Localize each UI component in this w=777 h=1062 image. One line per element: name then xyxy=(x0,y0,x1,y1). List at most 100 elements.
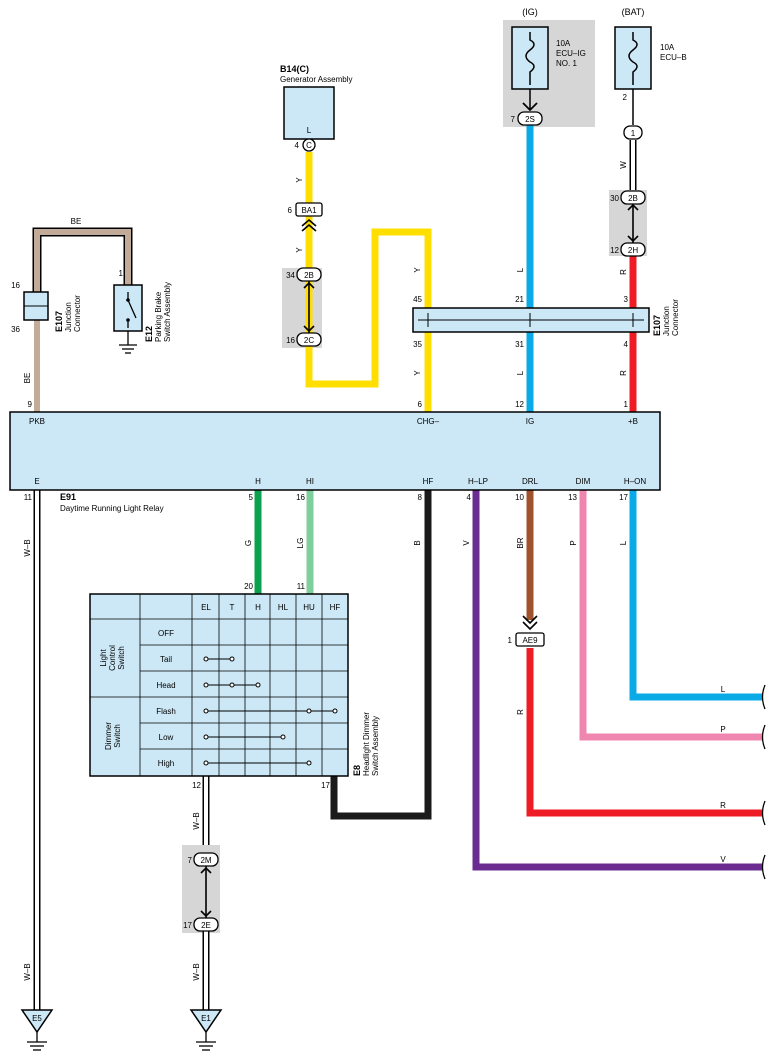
ae9-code: AE9 xyxy=(522,636,538,645)
switch-row-labels: OFF Tail Head Flash Low High xyxy=(156,629,176,768)
svg-text:EL: EL xyxy=(201,603,211,612)
generator-code: B14(C) xyxy=(280,64,309,74)
svg-text:16: 16 xyxy=(296,493,305,502)
svg-text:H–LP: H–LP xyxy=(468,477,488,486)
svg-text:E8: E8 xyxy=(352,765,362,776)
svg-text:LG: LG xyxy=(296,538,305,549)
svg-text:Headlight Dimmer: Headlight Dimmer xyxy=(362,712,371,776)
svg-text:5: 5 xyxy=(249,493,254,502)
fuse-ecu-ig xyxy=(511,26,549,112)
junction-pin-y-top: 45 xyxy=(413,295,422,304)
headlight-switch-label: E8 Headlight Dimmer Switch Assembly xyxy=(352,712,380,776)
relay-bottom-pins: 11 5 16 8 4 10 13 17 xyxy=(24,493,629,502)
ground-e1 xyxy=(189,1009,223,1051)
svg-text:Switch Assembly: Switch Assembly xyxy=(371,716,380,776)
svg-text:HF: HF xyxy=(330,603,341,612)
svg-text:G: G xyxy=(244,540,253,546)
svg-text:B: B xyxy=(413,540,422,545)
daytime-running-light-relay-box xyxy=(9,411,661,491)
relay-pin-b: 1 xyxy=(624,400,629,409)
svg-text:Junction: Junction xyxy=(64,302,73,332)
fuse-ig-name: ECU–IG xyxy=(556,49,586,58)
svg-text:Low: Low xyxy=(159,733,174,742)
svg-text:BR: BR xyxy=(516,537,525,548)
connector-1-badge xyxy=(623,125,643,140)
ground-e5-label: E5 xyxy=(32,1014,42,1023)
svg-text:L: L xyxy=(516,370,525,375)
svg-text:W–B: W–B xyxy=(192,812,201,829)
svg-text:T: T xyxy=(230,603,235,612)
svg-text:4: 4 xyxy=(467,493,472,502)
svg-text:Switch: Switch xyxy=(117,646,126,670)
svg-text:P: P xyxy=(569,540,578,545)
generator-terminal: L xyxy=(307,126,312,135)
switch-pin-h: 20 xyxy=(244,582,253,591)
svg-text:OFF: OFF xyxy=(158,629,174,638)
generator-name: Generator Assembly xyxy=(280,75,352,84)
svg-text:DRL: DRL xyxy=(522,477,539,486)
2b-bat-pin-top: 30 xyxy=(610,194,619,203)
parking-brake-switch xyxy=(113,284,143,354)
junction-pin-r-bot: 4 xyxy=(624,340,629,349)
wire-be xyxy=(34,229,131,292)
headlight-dimmer-switch-table xyxy=(89,593,349,777)
relay-code: E91 xyxy=(60,492,76,502)
svg-text:HU: HU xyxy=(303,603,315,612)
junction-pin-l-top: 21 xyxy=(515,295,524,304)
relay-term-pkb: PKB xyxy=(29,417,45,426)
svg-text:Light: Light xyxy=(99,649,108,667)
svg-text:W: W xyxy=(619,161,628,169)
2s-pin: 7 xyxy=(511,115,516,124)
svg-text:E12: E12 xyxy=(144,326,154,342)
relay-name: Daytime Running Light Relay xyxy=(60,504,164,513)
junction-left-pin-bot: 36 xyxy=(11,325,20,334)
connector-2s-badge xyxy=(517,111,543,126)
wire-end-marks xyxy=(761,684,766,880)
junction-left-label: E107 Junction Connector xyxy=(54,295,82,332)
svg-text:Connector: Connector xyxy=(73,295,82,332)
svg-text:L: L xyxy=(516,267,525,272)
switch-group-dimmer: Dimmer Switch xyxy=(104,722,122,750)
svg-text:13: 13 xyxy=(568,493,577,502)
2b-gen-code: 2B xyxy=(304,271,314,280)
ba1-code: BA1 xyxy=(301,206,317,215)
junction-left-pin-top: 16 xyxy=(11,281,20,290)
switch-group-light-control: Light Control Switch xyxy=(99,645,126,671)
relay-pin-pkb: 9 xyxy=(28,400,33,409)
svg-text:DIM: DIM xyxy=(576,477,591,486)
fuse-b-pin: 2 xyxy=(623,93,628,102)
junction-pin-l-bot: 31 xyxy=(515,340,524,349)
wire-l-hon xyxy=(629,490,762,701)
ig-supply-label: (IG) xyxy=(522,7,538,17)
wire-label-l-out: L xyxy=(721,685,726,694)
wire-r-drl xyxy=(526,648,762,817)
svg-text:R: R xyxy=(619,269,628,275)
wire-v xyxy=(472,490,762,871)
connector-ae9-badge xyxy=(515,632,545,647)
svg-text:Connector: Connector xyxy=(671,299,680,336)
relay-term-ig: IG xyxy=(526,417,534,426)
relay-pin-chg: 6 xyxy=(418,400,423,409)
svg-text:Y: Y xyxy=(413,370,422,376)
bat-supply-label: (BAT) xyxy=(622,7,645,17)
parking-brake-pin: 1 xyxy=(119,269,124,278)
wire-color-labels-rotated: BE Y Y Y Y L L W R R W–B W–B W–B W–B G L… xyxy=(23,161,628,981)
wire-y xyxy=(305,152,432,412)
svg-text:Y: Y xyxy=(413,267,422,273)
ground-e5 xyxy=(20,1009,54,1051)
relay-pin-ig: 12 xyxy=(515,400,524,409)
fuse-ig-rating: 10A xyxy=(556,39,571,48)
bat-connector-1-code: 1 xyxy=(631,129,636,138)
ba1-pin: 6 xyxy=(288,206,293,215)
2c-code: 2C xyxy=(304,336,314,345)
fuse-ecu-b xyxy=(614,26,652,125)
switch-pin-el: 12 xyxy=(192,781,201,790)
junction-pin-r-top: 3 xyxy=(624,295,629,304)
wire-label-be-top: BE xyxy=(71,217,82,226)
svg-text:HL: HL xyxy=(278,603,289,612)
connector-ba1-badge xyxy=(295,202,323,217)
svg-text:V: V xyxy=(462,540,471,546)
parking-brake-label: E12 Parking Brake Switch Assembly xyxy=(144,282,172,342)
switch-pin-hi: 11 xyxy=(297,582,306,591)
